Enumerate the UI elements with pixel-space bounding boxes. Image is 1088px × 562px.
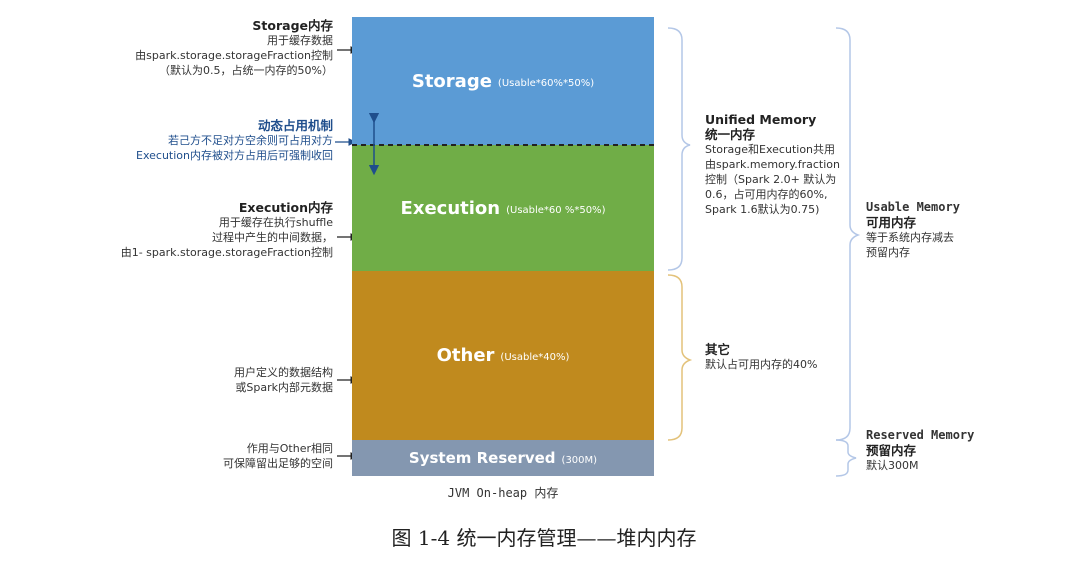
execution-note: Execution内存 用于缓存在执行shuffle 过程中产生的中间数据， 由…	[121, 200, 333, 260]
reserved-right-line1: 默认300M	[866, 459, 919, 472]
usable-note-title-cn: 可用内存	[866, 215, 917, 230]
reserved-right-title-en: Reserved Memory	[866, 428, 975, 442]
storage-block: Storage (Usable*60%*50%)	[352, 17, 654, 145]
execution-note-title: Execution内存	[238, 200, 333, 215]
reserved-note-line2: 可保障留出足够的空间	[223, 457, 333, 470]
other-right-line1: 默认占可用内存的40%	[705, 358, 818, 371]
usable-note: Usable Memory 可用内存 等于系统内存减去 预留内存	[866, 200, 960, 260]
other-note-line2: 或Spark内部元数据	[235, 381, 333, 394]
reserved-block-label: System Reserved	[408, 449, 556, 467]
unified-note-line3: 控制（Spark 2.0+ 默认为	[705, 173, 837, 186]
other-block-sub: (Usable*40%)	[500, 352, 570, 363]
reserved-block-sub: (300M)	[561, 454, 598, 466]
usable-note-line2: 预留内存	[866, 246, 910, 259]
storage-note: Storage内存 用于缓存数据 由spark.storage.storageF…	[135, 18, 333, 78]
dynamic-note-line2: Execution内存被对方占用后可强制收回	[136, 149, 333, 162]
execution-block: Execution (Usable*60 %*50%)	[352, 145, 654, 271]
unified-note-title-en: Unified Memory	[705, 112, 817, 127]
execution-note-line1: 用于缓存在执行shuffle	[218, 216, 333, 229]
execution-block-label: Execution	[400, 197, 501, 219]
reserved-note-line1: 作用与Other相同	[246, 442, 333, 455]
dynamic-note: 动态占用机制 若己方不足对方空余则可占用对方 Execution内存被对方占用后…	[136, 118, 333, 163]
unified-note-title-cn: 统一内存	[705, 127, 756, 142]
other-block-label: Other	[436, 345, 495, 366]
other-block: Other (Usable*40%)	[352, 271, 654, 440]
usable-bracket	[835, 27, 861, 441]
unified-note: Unified Memory 统一内存 Storage和Execution共用 …	[705, 112, 840, 217]
unified-note-line2: 由spark.memory.fraction	[705, 158, 840, 171]
other-right-title: 其它	[705, 342, 731, 357]
dynamic-note-line1: 若己方不足对方空余则可占用对方	[168, 134, 333, 147]
storage-note-line2: 由spark.storage.storageFraction控制	[135, 49, 333, 62]
reserved-right-note: Reserved Memory 预留内存 默认300M	[866, 428, 974, 473]
storage-note-line3: （默认为0.5，占统一内存的50%）	[159, 64, 333, 77]
storage-block-sub: (Usable*60%*50%)	[497, 77, 595, 89]
other-right-note: 其它 默认占可用内存的40%	[705, 342, 817, 372]
unified-note-line5: Spark 1.6默认为0.75)	[705, 203, 820, 216]
execution-block-sub: (Usable*60 %*50%)	[506, 204, 606, 216]
other-bracket	[667, 274, 693, 441]
unified-note-line4: 0.6，占可用内存的60%,	[705, 188, 828, 201]
execution-note-line3: 由1- spark.storage.storageFraction控制	[120, 246, 333, 259]
jvm-label: JVM On-heap 内存	[447, 486, 559, 500]
storage-note-title: Storage内存	[252, 18, 333, 33]
storage-note-line1: 用于缓存数据	[267, 34, 333, 47]
storage-block-label: Storage	[411, 70, 492, 92]
usable-note-line1: 等于系统内存减去	[866, 231, 954, 244]
reserved-right-title-cn: 预留内存	[866, 443, 917, 458]
other-note: 用户定义的数据结构 或Spark内部元数据	[234, 365, 333, 395]
dynamic-note-title: 动态占用机制	[257, 118, 333, 133]
unified-bracket	[667, 27, 691, 271]
figure-caption: 图 1-4 统一内存管理——堆内内存	[391, 526, 697, 550]
reserved-bracket	[835, 439, 857, 477]
reserved-block: System Reserved (300M)	[352, 440, 654, 476]
reserved-note: 作用与Other相同 可保障留出足够的空间	[223, 441, 333, 471]
unified-note-line1: Storage和Execution共用	[705, 143, 836, 156]
other-note-line1: 用户定义的数据结构	[234, 366, 333, 379]
usable-note-title-en: Usable Memory	[866, 200, 960, 214]
execution-note-line2: 过程中产生的中间数据，	[212, 231, 333, 244]
